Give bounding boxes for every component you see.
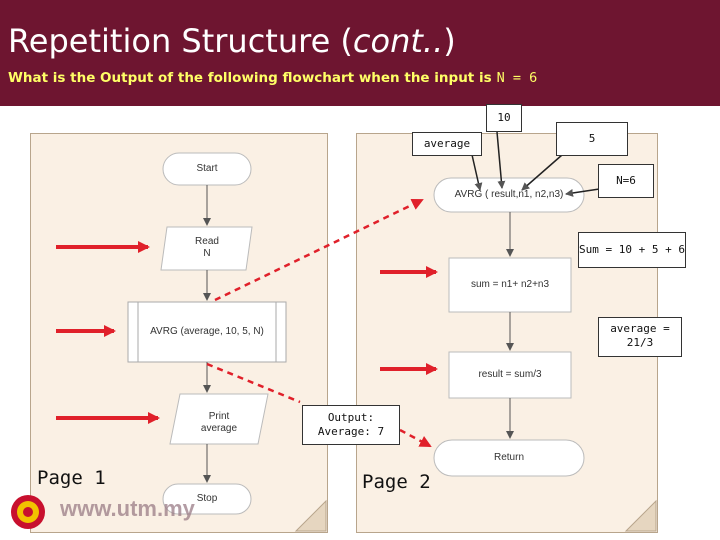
result-label: result = sum/3 xyxy=(478,369,542,380)
callout-sum-value: Sum = 10 + 5 + 6 xyxy=(578,232,686,268)
sum-process xyxy=(448,257,572,313)
page-1-fold xyxy=(294,499,327,532)
callout-output: Output: Average: 7 xyxy=(302,405,400,445)
page-2-fold xyxy=(624,499,657,532)
callout-average-line2: 21/3 xyxy=(626,336,654,349)
callout-ten: 10 xyxy=(486,104,522,132)
slide-title: Repetition Structure (cont..) xyxy=(8,22,456,60)
callout-output-line2: Average: 7 xyxy=(317,425,385,438)
dashed-arrow-output-to-return xyxy=(399,428,432,448)
read-label-line1: Read xyxy=(195,236,219,247)
title-italic: cont.. xyxy=(352,22,444,60)
print-label-line2: average xyxy=(200,423,238,434)
callout-n-value: N=6 xyxy=(598,164,654,198)
utm-logo-core xyxy=(23,507,33,517)
print-parallelogram xyxy=(169,393,269,445)
title-close: ) xyxy=(443,22,456,60)
result-process xyxy=(448,351,572,399)
avrg-header-label: AVRG ( result,n1, n2,n3) xyxy=(454,189,564,200)
callout-output-line1: Output: xyxy=(327,411,375,424)
avrg-header-terminal xyxy=(433,177,585,213)
page-1-label: Page 1 xyxy=(37,467,106,489)
input-value: N = 6 xyxy=(496,70,538,86)
start-label: Start xyxy=(196,163,218,174)
call-label: AVRG (average, 10, 5, N) xyxy=(150,326,264,337)
return-label: Return xyxy=(493,452,524,463)
callout-average-value: average = 21/3 xyxy=(598,317,682,357)
callout-five: 5 xyxy=(556,122,628,156)
dashed-arrow-call-to-avrg xyxy=(214,198,424,302)
dashed-line-call-to-output xyxy=(206,362,301,404)
page-2-label: Page 2 xyxy=(362,471,431,493)
sum-label: sum = n1+ n2+n3 xyxy=(470,279,550,290)
subtitle-text: What is the Output of the following flow… xyxy=(8,70,492,86)
stop-terminal xyxy=(162,483,252,515)
pointer-ten xyxy=(496,131,506,189)
stop-label: Stop xyxy=(196,493,218,504)
utm-website-logo[interactable]: www.utm.my xyxy=(60,496,195,521)
call-predefined-process xyxy=(127,301,287,363)
read-parallelogram xyxy=(160,226,253,271)
title-main: Repetition Structure ( xyxy=(8,22,353,60)
print-label-line1: Print xyxy=(208,411,230,422)
callout-average-line1: average = xyxy=(610,322,670,335)
return-terminal xyxy=(433,439,585,477)
callout-average: average xyxy=(412,132,482,156)
read-label-line2: N xyxy=(203,248,211,259)
title-bar: Repetition Structure (cont..) What is th… xyxy=(0,0,720,106)
slide-subtitle: What is the Output of the following flow… xyxy=(8,70,537,86)
